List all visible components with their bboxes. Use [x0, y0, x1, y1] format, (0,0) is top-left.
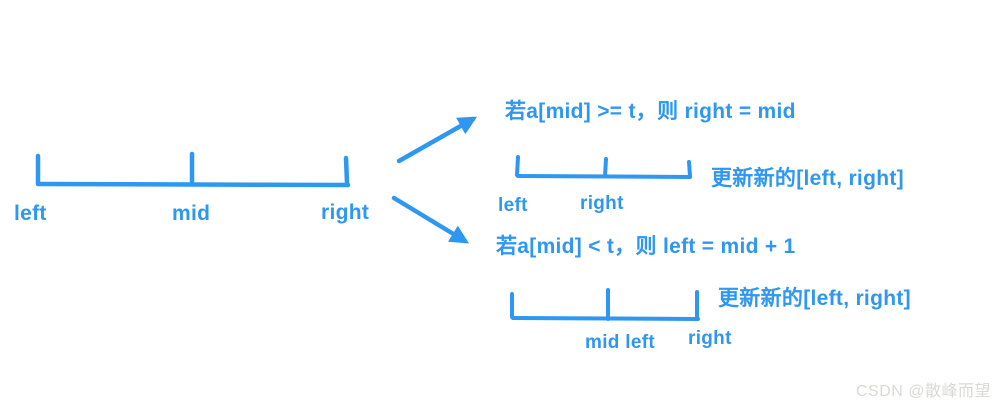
- upper-update-note: 更新新的[left, right]: [711, 167, 904, 190]
- main-label-mid: mid: [172, 202, 211, 225]
- upper-interval-label-right: right: [580, 193, 624, 214]
- upper-interval-bracket: [515, 155, 692, 179]
- lower-interval-label-mid-left: mid left: [585, 332, 655, 353]
- upper-branch-condition: 若a[mid] >= t，则 right = mid: [505, 100, 796, 123]
- main-label-right: right: [321, 201, 370, 224]
- lower-interval-bracket: [510, 288, 700, 321]
- arrow-upper-branch-icon: [396, 116, 478, 164]
- upper-interval-label-left: left: [498, 195, 528, 216]
- main-interval-bracket: [35, 151, 351, 188]
- lower-update-note: 更新新的[left, right]: [718, 287, 911, 310]
- csdn-watermark: CSDN @散峰而望: [855, 383, 991, 400]
- main-label-left: left: [14, 202, 47, 225]
- lower-interval-label-right: right: [688, 328, 732, 349]
- lower-branch-condition: 若a[mid] < t，则 left = mid + 1: [496, 235, 796, 258]
- arrow-lower-branch-icon: [391, 195, 470, 244]
